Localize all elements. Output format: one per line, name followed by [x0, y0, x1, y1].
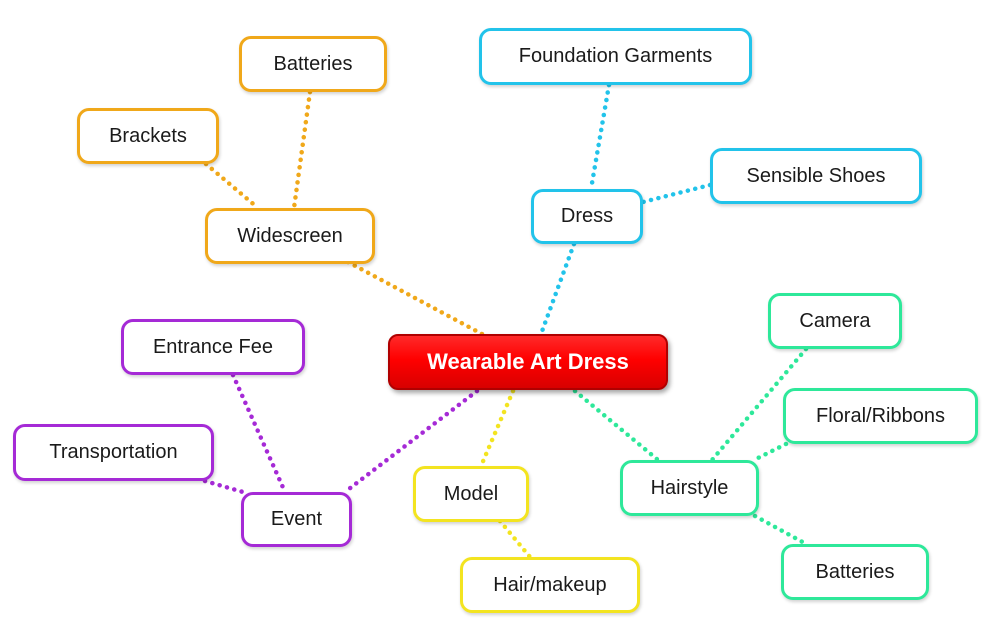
floral-ribbons-connector: [751, 441, 789, 463]
model-node[interactable]: Model: [413, 466, 529, 522]
brackets-connector: [203, 161, 261, 211]
widescreen-connector: [345, 259, 485, 337]
widescreen-batteries-node[interactable]: Batteries: [239, 36, 387, 92]
dress-node[interactable]: Dress: [531, 189, 643, 244]
sensible-shoes-connector: [640, 182, 713, 205]
widescreen-node[interactable]: Widescreen: [205, 208, 375, 264]
dress-connector: [538, 241, 577, 337]
entrance-fee-connector: [230, 372, 288, 495]
entrance-fee-node[interactable]: Entrance Fee: [121, 319, 305, 375]
transportation-node[interactable]: Transportation: [13, 424, 214, 481]
transportation-connector: [202, 478, 246, 495]
widescreen-batteries-connector: [291, 89, 313, 211]
hairstyle-connector: [572, 388, 661, 463]
hair-makeup-node[interactable]: Hair/makeup: [460, 557, 640, 613]
event-node[interactable]: Event: [241, 492, 352, 547]
model-connector: [478, 388, 516, 469]
foundation-garments-connector: [588, 82, 612, 192]
hairstyle-batteries-connector: [752, 513, 811, 548]
camera-node[interactable]: Camera: [768, 293, 902, 349]
hairstyle-batteries-node[interactable]: Batteries: [781, 544, 929, 600]
hair-makeup-connector: [497, 518, 533, 560]
hairstyle-node[interactable]: Hairstyle: [620, 460, 759, 516]
central-topic-node[interactable]: Wearable Art Dress: [388, 334, 668, 390]
brackets-node[interactable]: Brackets: [77, 108, 219, 164]
sensible-shoes-node[interactable]: Sensible Shoes: [710, 148, 922, 204]
foundation-garments-node[interactable]: Foundation Garments: [479, 28, 752, 85]
floral-ribbons-node[interactable]: Floral/Ribbons: [783, 388, 978, 444]
